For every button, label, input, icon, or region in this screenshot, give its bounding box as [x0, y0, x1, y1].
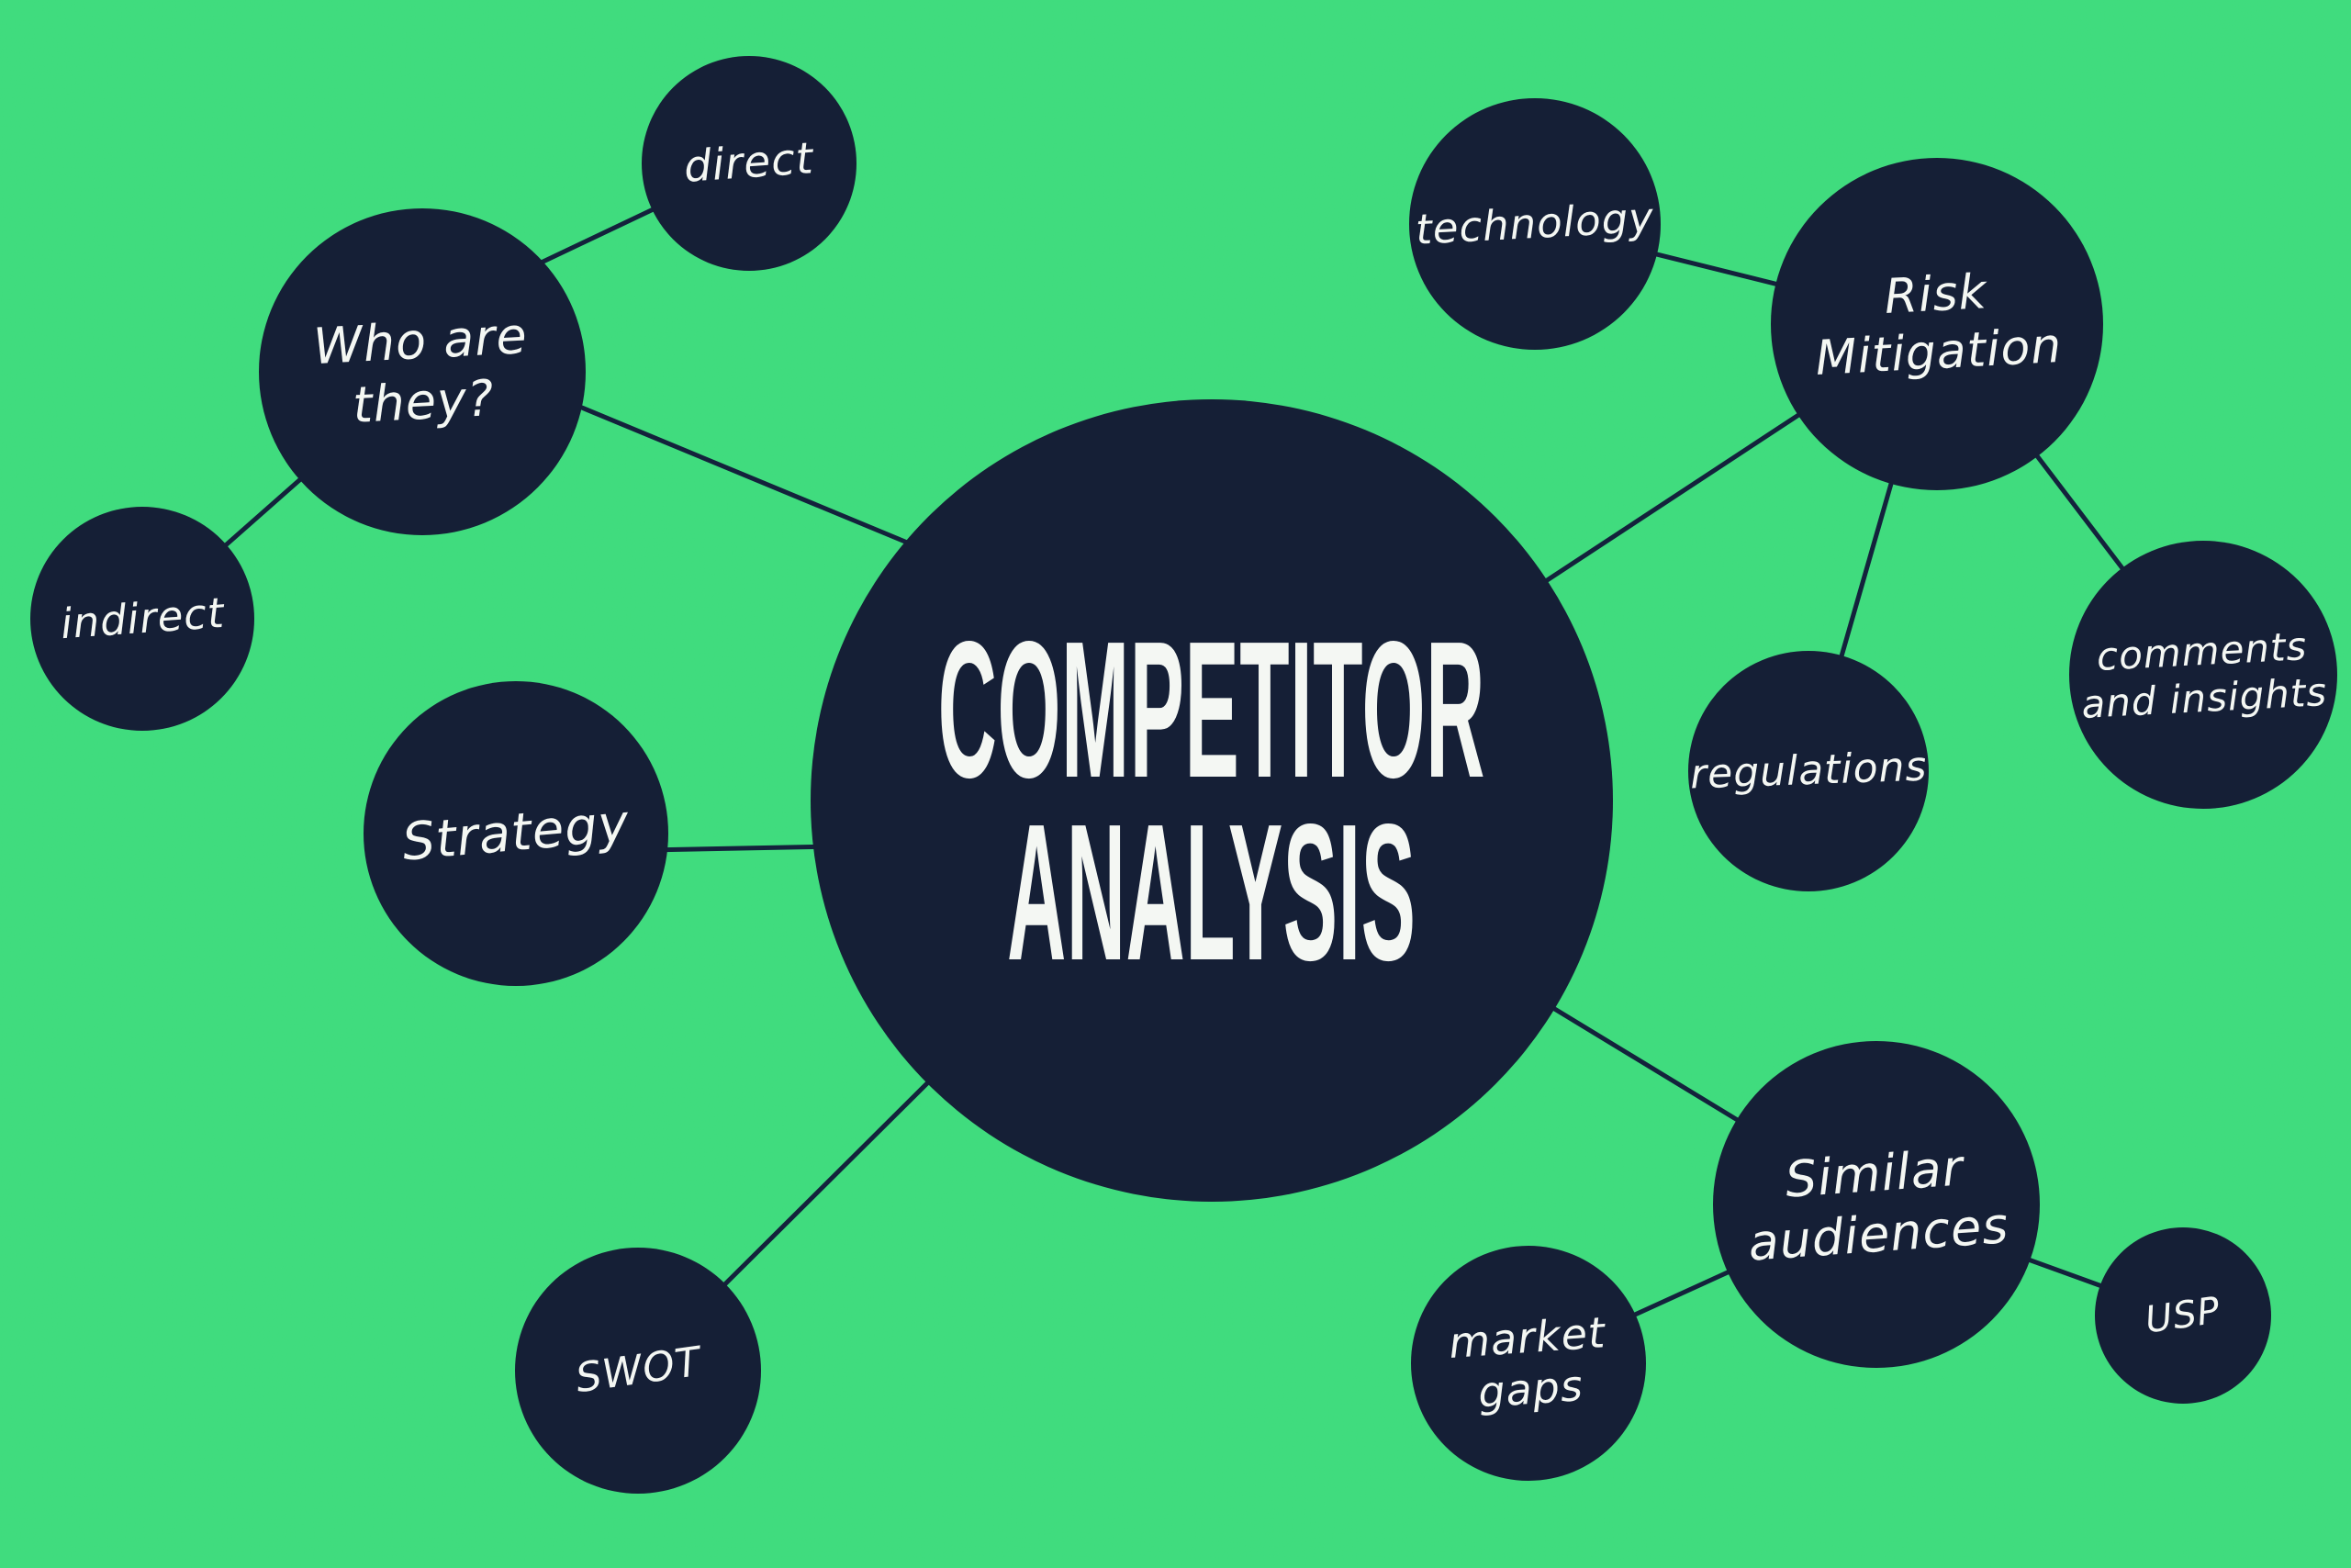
node-label: direct — [682, 132, 816, 194]
node-label-line: USP — [2143, 1289, 2223, 1342]
node-label: indirect — [59, 588, 226, 649]
node-label-line: they? — [352, 368, 497, 434]
node-label: SWOT — [572, 1338, 704, 1404]
node-label-line: COMPETITOR — [937, 599, 1486, 818]
node-label-line: direct — [682, 133, 816, 194]
node-indirect[interactable]: indirect — [30, 507, 254, 731]
node-label-line: SWOT — [572, 1338, 704, 1403]
node-label-line: regulations — [1688, 743, 1928, 799]
node-swot[interactable]: SWOT — [515, 1248, 761, 1494]
node-label: USP — [2143, 1288, 2223, 1343]
node-label-line: Mitigation — [1813, 318, 2064, 386]
node-label-line: technology — [1414, 192, 1656, 254]
node-label: regulations — [1689, 743, 1928, 801]
node-label: technology — [1415, 193, 1655, 255]
node-label-line: Strategy — [399, 793, 633, 873]
node-direct[interactable]: direct — [642, 56, 856, 271]
node-technology[interactable]: technology — [1409, 98, 1661, 350]
node-strategy[interactable]: Strategy — [364, 681, 668, 986]
edge-who-center — [550, 392, 928, 554]
node-label-line: market — [1446, 1307, 1607, 1368]
node-label-line: Who are — [312, 307, 530, 376]
node-label-line: indirect — [58, 588, 226, 648]
node-usp[interactable]: USP — [2095, 1227, 2271, 1404]
node-regulations[interactable]: regulations — [1688, 651, 1929, 891]
node-label-line: ANALYSIS — [1007, 783, 1416, 1001]
node-label-line: gaps — [1475, 1361, 1584, 1417]
node-label: Strategy — [400, 792, 633, 875]
